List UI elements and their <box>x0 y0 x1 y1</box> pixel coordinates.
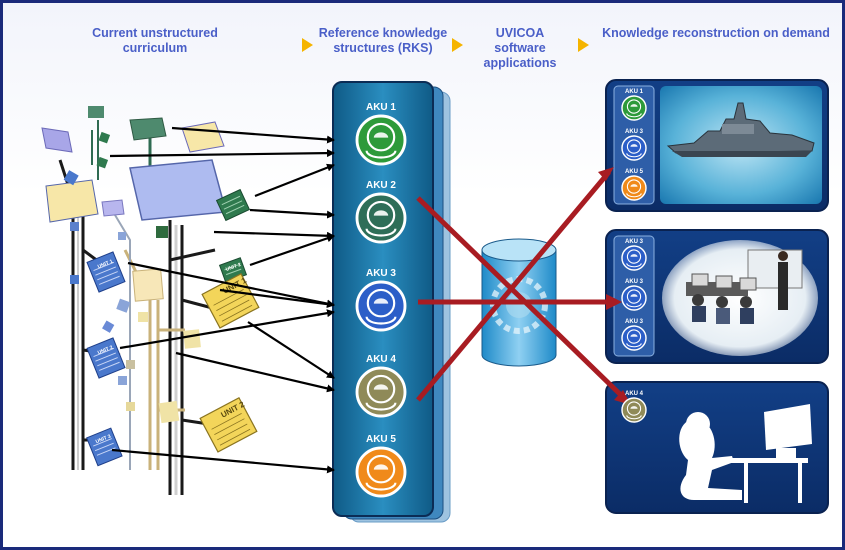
aku-label: AKU 4 <box>625 391 644 397</box>
aku-layer: AKU 1 AKU 2 AKU 3 AKU 4 AKU 5 <box>355 102 407 498</box>
aku-disc-icon <box>355 280 407 332</box>
aku-ring <box>626 99 642 114</box>
aku-ring <box>366 288 396 318</box>
aku-dome <box>373 210 389 216</box>
aku-disc-icon <box>355 366 407 418</box>
header-uvicoa: UVICOA software applications <box>483 26 557 70</box>
aku-label: AKU 3 <box>625 239 644 245</box>
aku-label: AKU 4 <box>366 354 396 365</box>
aku-4-disc: AKU 4 <box>355 354 407 418</box>
header-current-curriculum: Current unstructured curriculum <box>92 26 218 55</box>
aku-ring <box>366 454 396 484</box>
aku-disc-icon <box>621 325 647 351</box>
aku-ring <box>626 401 642 416</box>
arrowhead-icon <box>598 167 614 181</box>
aku-ring <box>626 179 642 194</box>
aku-dome <box>630 406 638 409</box>
aku-dome <box>373 384 389 390</box>
aku-base <box>365 316 397 325</box>
rks-mapping-arrows <box>109 126 335 474</box>
aku-base <box>626 415 642 420</box>
unit-blue-label-2: UNIT 2 <box>97 345 114 357</box>
aku-ring <box>626 289 642 304</box>
aku-base <box>365 228 397 237</box>
panel-ship <box>605 79 829 212</box>
mini-aku-disc-classroom-1: AKU 3 <box>621 239 647 271</box>
mini-aku-disc-ship-1: AKU 1 <box>621 89 647 121</box>
curriculum-tree <box>41 106 260 495</box>
aku-dome <box>373 464 389 470</box>
panel-classroom <box>605 229 829 364</box>
header-arrow-icon <box>578 38 589 52</box>
aku-label: AKU 1 <box>366 102 396 113</box>
header-rks: Reference knowledge structures (RKS) <box>318 26 448 55</box>
aku-base <box>626 263 642 268</box>
header-arrow-icon <box>302 38 313 52</box>
aku-dome <box>630 184 638 187</box>
mini-aku-layer: AKU 1 AKU 3 AKU 5 AKU 3 AKU 3 AKU 3 AKU 4 <box>621 89 647 423</box>
aku-dome <box>630 144 638 147</box>
aku-base <box>626 343 642 348</box>
aku-disc-icon <box>621 397 647 423</box>
aku-5-disc: AKU 5 <box>355 434 407 498</box>
aku-disc-icon <box>621 175 647 201</box>
aku-base <box>626 113 642 118</box>
mini-aku-disc-classroom-2: AKU 3 <box>621 279 647 311</box>
aku-dome <box>630 254 638 257</box>
aku-ring <box>626 139 642 154</box>
unit-green-label: UNIT 2 <box>225 262 242 273</box>
aku-label: AKU 1 <box>625 89 644 95</box>
aku-base <box>626 153 642 158</box>
aku-disc-icon <box>355 192 407 244</box>
aku-base <box>626 193 642 198</box>
aku-label: AKU 3 <box>625 279 644 285</box>
aku-ring <box>366 374 396 404</box>
aku-disc-icon <box>621 95 647 121</box>
header-knowledge-reconstruction: Knowledge reconstruction on demand <box>602 26 830 40</box>
mini-aku-disc-ship-3: AKU 5 <box>621 169 647 201</box>
aku-1-disc: AKU 1 <box>355 102 407 166</box>
aku-dome <box>373 132 389 138</box>
panel-learner <box>605 381 829 514</box>
aku-label: AKU 3 <box>625 319 644 325</box>
aku-ring <box>366 200 396 230</box>
aku-label: AKU 3 <box>366 268 396 279</box>
mini-aku-disc-classroom-3: AKU 3 <box>621 319 647 351</box>
aku-dome <box>630 334 638 337</box>
aku-base <box>365 402 397 411</box>
reconstruction-arrows <box>416 170 628 402</box>
aku-dome <box>630 294 638 297</box>
aku-disc-icon <box>355 114 407 166</box>
aku-disc-icon <box>621 245 647 271</box>
aku-disc-icon <box>355 446 407 498</box>
aku-base <box>365 482 397 491</box>
mini-aku-disc-ship-2: AKU 3 <box>621 129 647 161</box>
arrowhead-icon <box>606 294 622 310</box>
aku-dome <box>630 104 638 107</box>
aku-label: AKU 5 <box>366 434 396 445</box>
aku-label: AKU 2 <box>366 180 396 191</box>
aku-base <box>626 303 642 308</box>
unit-blue-label-3: UNIT 3 <box>95 434 112 446</box>
aku-3-disc: AKU 3 <box>355 268 407 332</box>
aku-ring <box>626 329 642 344</box>
aku-base <box>365 150 397 159</box>
header-arrow-icon <box>452 38 463 52</box>
aku-label: AKU 3 <box>625 129 644 135</box>
aku-disc-icon <box>621 285 647 311</box>
unit-blue-label-1: UNIT 1 <box>97 259 114 271</box>
aku-ring <box>626 249 642 264</box>
aku-ring <box>366 122 396 152</box>
aku-label: AKU 5 <box>625 169 644 175</box>
aku-dome <box>373 298 389 304</box>
mini-aku-disc-learner-1: AKU 4 <box>621 391 647 423</box>
aku-disc-icon <box>621 135 647 161</box>
aku-2-disc: AKU 2 <box>355 180 407 244</box>
